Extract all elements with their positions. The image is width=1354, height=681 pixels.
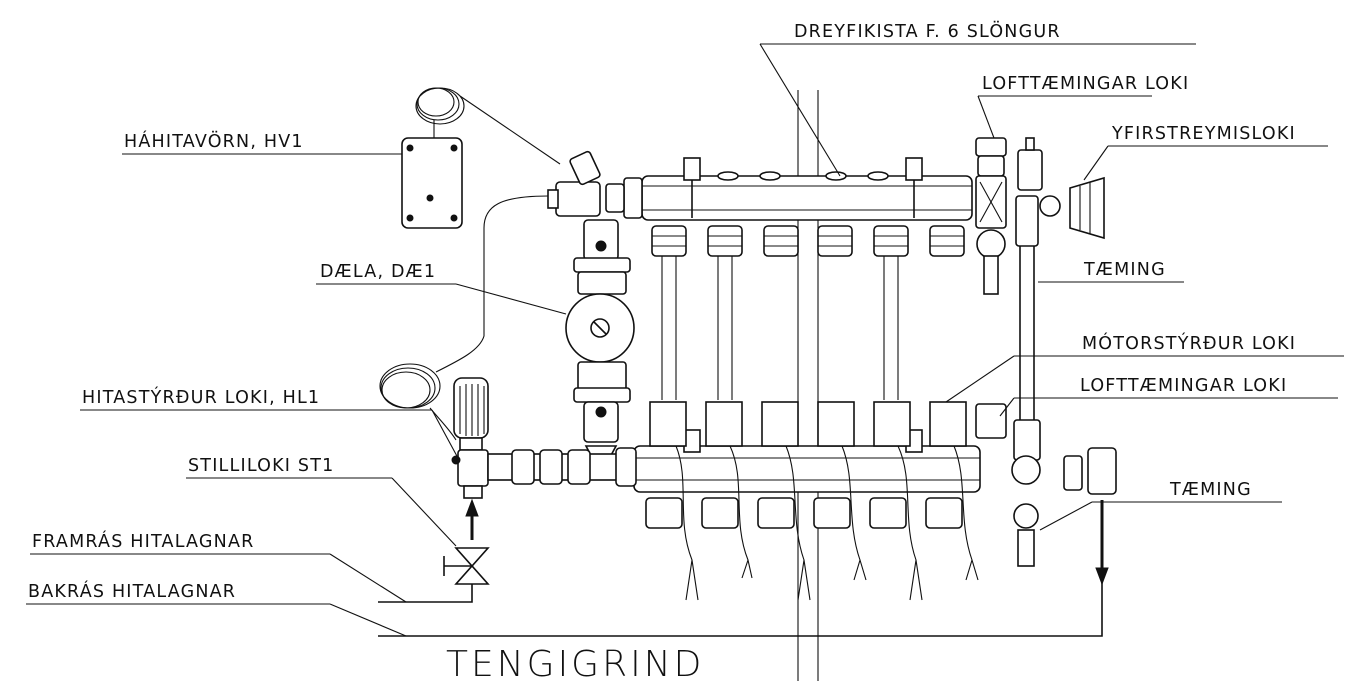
- right-top-fittings: [975, 137, 1105, 420]
- return-line: [378, 540, 1103, 637]
- right-bottom-fittings: [975, 403, 1117, 567]
- motor-actuators: [649, 401, 967, 447]
- high-temp-sensor: [547, 150, 601, 217]
- drain-bottom-label: TÆMING: [1169, 480, 1252, 500]
- return-arrow: [1095, 567, 1109, 586]
- balancing-valve-label: STILLILOKI ST1: [188, 456, 334, 476]
- high-temp-box: [401, 137, 463, 229]
- diagram-title: TENGIGRIND: [446, 644, 704, 681]
- motor-valve-label: MÓTORSTÝRÐUR LOKI: [1082, 332, 1296, 354]
- return-label: BAKRÁS HITALAGNAR: [28, 580, 236, 602]
- high-temp-protection-label: HÁHITAVÖRN, HV1: [124, 130, 304, 152]
- leader-lines: [26, 43, 1344, 637]
- pump-assembly: [565, 219, 635, 476]
- top-manifold: [605, 157, 973, 221]
- air-vent-top-label: LOFTTÆMINGAR LOKI: [982, 74, 1189, 94]
- thermo-valve-label: HITASTÝRÐUR LOKI, HL1: [82, 386, 320, 408]
- overflow-valve-label: YFIRSTREYMISLOKI: [1111, 124, 1296, 144]
- pump-label: DÆLA, DÆ1: [320, 262, 436, 282]
- capillary-coil-top: [415, 87, 561, 165]
- bottom-supply-pipe: [487, 447, 637, 487]
- supply-arrow: [465, 498, 479, 517]
- balancing-valve-symbol: [443, 547, 490, 585]
- manifold-label: DREYFIKISTA F. 6 SLÖNGUR: [794, 20, 1061, 42]
- actuator-cables: [675, 445, 979, 601]
- air-vent-bottom-label: LOFTTÆMINGAR LOKI: [1080, 376, 1287, 396]
- thermo-valve: [451, 377, 489, 499]
- top-outlets: [651, 225, 965, 400]
- bottom-outlets: [645, 497, 963, 529]
- supply-label: FRAMRÁS HITALAGNAR: [32, 530, 255, 552]
- drain-top-label: TÆMING: [1083, 260, 1166, 280]
